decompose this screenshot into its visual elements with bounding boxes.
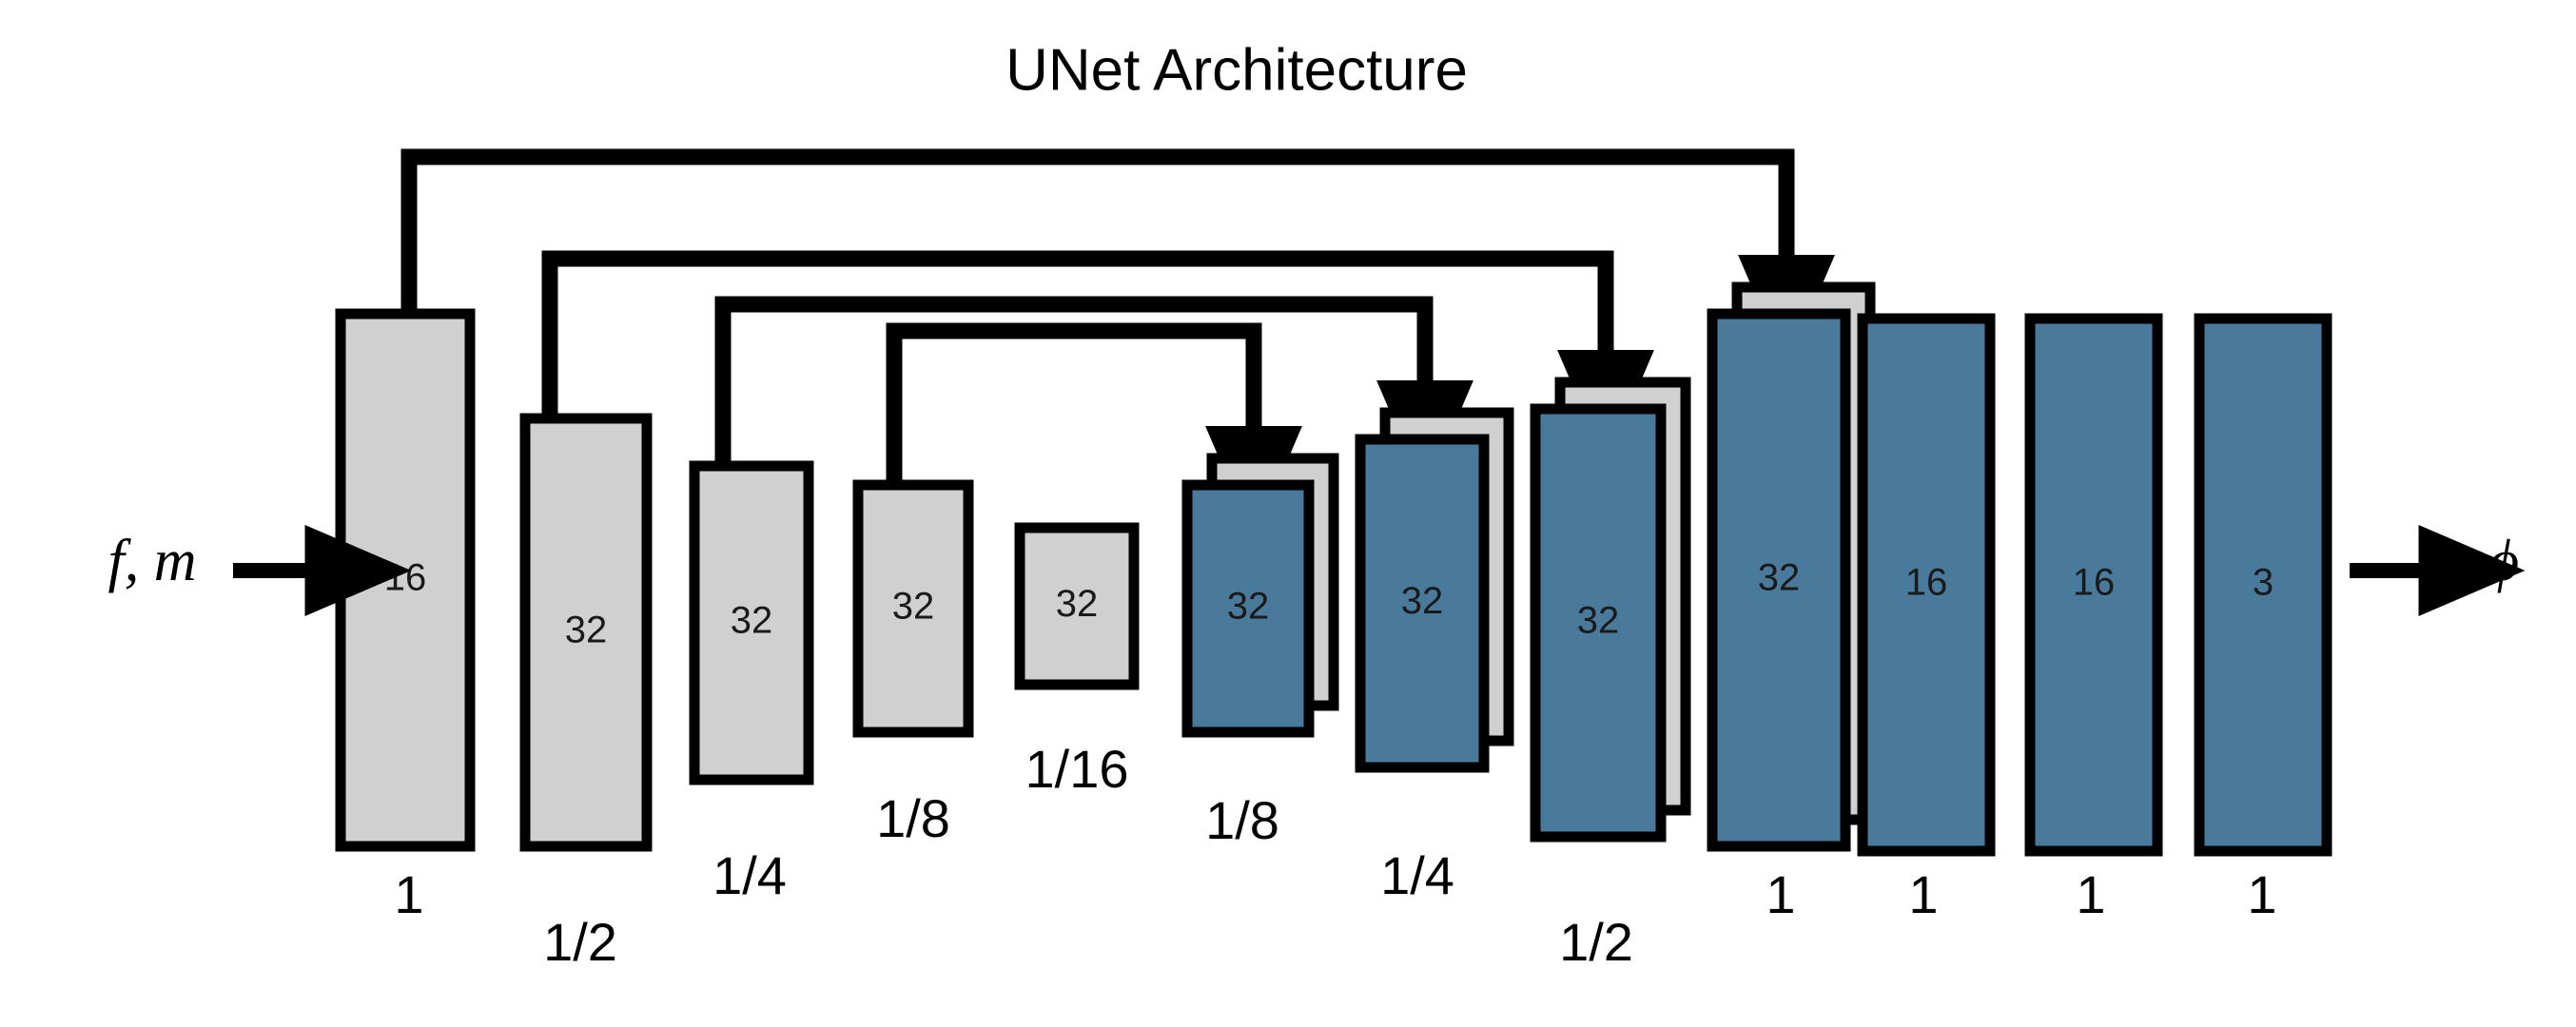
- block-rect-enc4[interactable]: [852, 479, 974, 738]
- block-dec1[interactable]: 32: [1181, 453, 1339, 738]
- scale-label-enc2: 1/2: [543, 912, 617, 972]
- skip-connection-layer: [400, 148, 1835, 539]
- block-channels-label: 3: [2253, 562, 2274, 604]
- scale-label-dec4: 1: [1766, 864, 1795, 924]
- page-title: UNet Architecture: [1005, 37, 1468, 103]
- block-rect-dec1[interactable]: [1181, 479, 1315, 738]
- block-channels-label: 32: [1758, 557, 1801, 599]
- block-rect-out3[interactable]: [2194, 313, 2332, 857]
- skip-connection-enc4-to-dec1: [886, 322, 1302, 539]
- scale-label-dec3: 1/2: [1559, 912, 1633, 972]
- block-rect-enc3[interactable]: [689, 460, 814, 785]
- block-rect-out2[interactable]: [2024, 313, 2163, 857]
- scale-label-enc4: 1/8: [876, 788, 950, 848]
- block-out1[interactable]: 16: [1857, 313, 1996, 857]
- scale-label-out1: 1: [1908, 864, 1938, 924]
- block-rect-enc5[interactable]: [1014, 522, 1140, 690]
- block-rect-dec2[interactable]: [1355, 434, 1490, 773]
- block-rect-out1[interactable]: [1857, 313, 1996, 857]
- scale-label-enc3: 1/4: [712, 845, 787, 905]
- block-enc4[interactable]: 32: [852, 479, 974, 738]
- block-channels-label: 32: [565, 610, 608, 651]
- block-enc3[interactable]: 32: [689, 460, 814, 785]
- block-channels-label: 32: [1056, 583, 1099, 625]
- block-channels-label: 32: [1227, 586, 1270, 628]
- output-label: ϕ: [2488, 529, 2519, 593]
- scale-label-enc5: 1/16: [1025, 739, 1129, 799]
- block-out3[interactable]: 3: [2194, 313, 2332, 857]
- block-channels-label: 32: [892, 586, 935, 628]
- scale-label-dec2: 1/4: [1380, 845, 1454, 905]
- scale-label-dec1: 1/8: [1205, 790, 1279, 850]
- block-rect-enc2[interactable]: [519, 413, 653, 852]
- skip-connection-enc2-to-dec3: [541, 250, 1654, 463]
- block-channels-label: 16: [384, 557, 427, 599]
- scale-label-out3: 1: [2247, 864, 2276, 924]
- block-dec3[interactable]: 32: [1530, 377, 1691, 843]
- block-channels-label: 16: [1905, 562, 1948, 604]
- block-enc2[interactable]: 32: [519, 413, 653, 852]
- block-enc1[interactable]: 16: [335, 308, 476, 852]
- block-out2[interactable]: 16: [2024, 313, 2163, 857]
- block-enc5[interactable]: 32: [1014, 522, 1140, 690]
- scale-label-layer: 1 1/2 1/4 1/8 1/16 1/8 1/4 1/2 1 1 1 1: [394, 739, 2276, 972]
- input-label: f, m: [108, 529, 197, 593]
- block-rect-dec3[interactable]: [1530, 403, 1667, 843]
- block-dec2[interactable]: 32: [1355, 407, 1514, 773]
- block-dec4[interactable]: 32: [1707, 281, 1876, 852]
- skip-connection-enc3-to-dec2: [714, 296, 1473, 494]
- skip-connection-enc1-to-dec4: [400, 148, 1835, 368]
- scale-label-enc1: 1: [394, 864, 423, 924]
- block-channels-label: 32: [1401, 580, 1444, 622]
- scale-label-out2: 1: [2076, 864, 2105, 924]
- block-channels-label: 32: [731, 600, 773, 642]
- block-channels-label: 16: [2073, 562, 2116, 604]
- block-channels-label: 32: [1577, 600, 1620, 642]
- block-rect-dec4[interactable]: [1707, 308, 1851, 852]
- block-layer: 16 32 32 32 32 32 32 32 32 16 16 3: [335, 281, 2332, 857]
